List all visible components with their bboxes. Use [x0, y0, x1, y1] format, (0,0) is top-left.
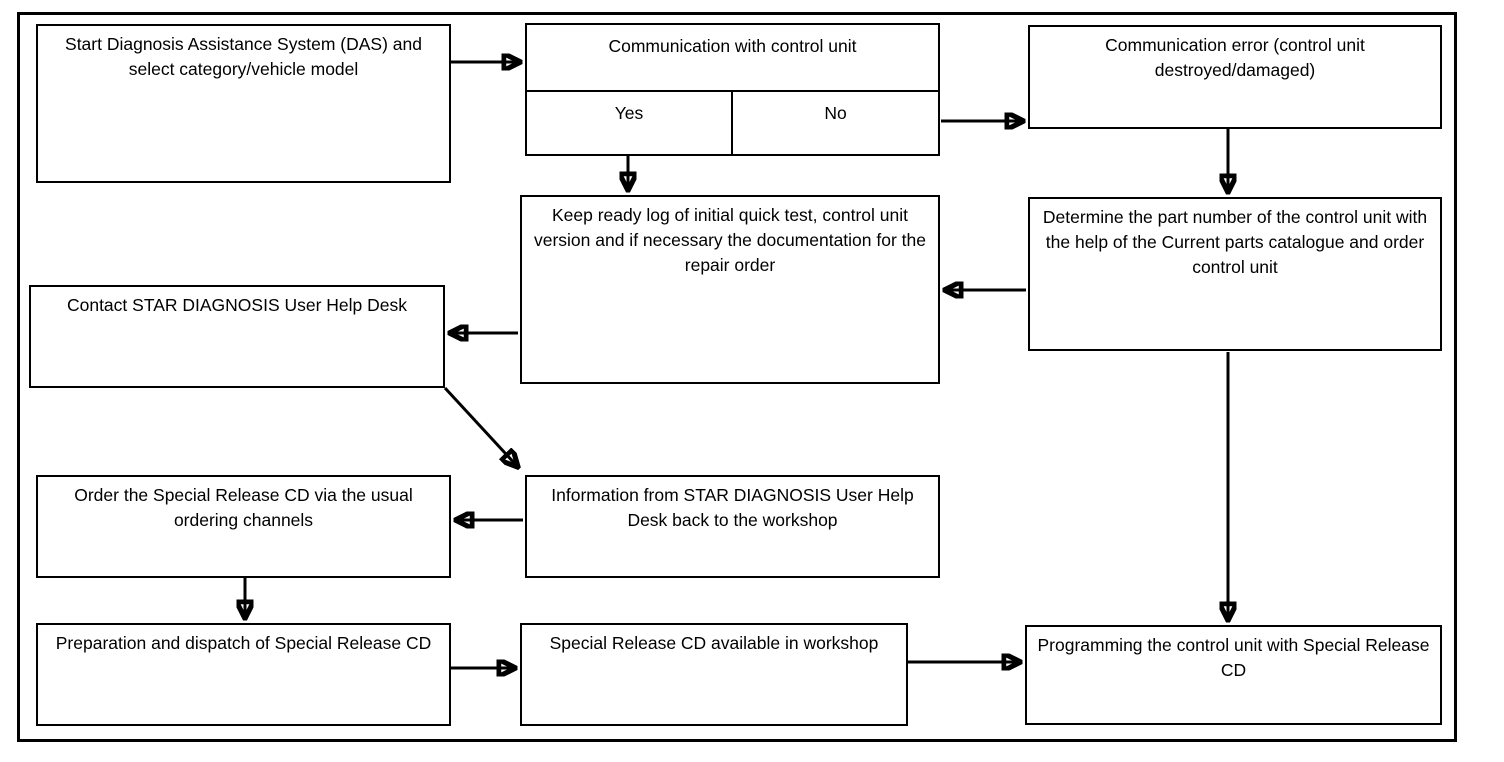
node-contact-help-desk-label: Contact STAR DIAGNOSIS User Help Desk — [66, 295, 408, 315]
node-order-special-release-cd-label: Order the Special Release CD via the usu… — [74, 485, 413, 530]
node-contact-help-desk: Contact STAR DIAGNOSIS User Help Desk — [29, 285, 445, 388]
decision-cell-no: No — [733, 92, 938, 154]
node-information-back-to-workshop: Information from STAR DIAGNOSIS User Hel… — [525, 475, 940, 578]
node-preparation-dispatch-cd-label: Preparation and dispatch of Special Rele… — [55, 633, 432, 653]
node-cd-available-in-workshop-label: Special Release CD available in workshop — [549, 633, 879, 653]
node-keep-ready-log: Keep ready log of initial quick test, co… — [520, 195, 940, 384]
diagram-outer-frame — [17, 12, 1457, 742]
node-start-das: Start Diagnosis Assistance System (DAS) … — [36, 24, 451, 183]
decision-no-label: No — [824, 103, 847, 123]
node-communication-with-control-unit: Communication with control unit Yes No — [525, 23, 940, 156]
decision-yes-label: Yes — [614, 103, 644, 123]
node-communication-label: Communication with control unit — [608, 36, 857, 56]
node-order-special-release-cd: Order the Special Release CD via the usu… — [36, 475, 451, 578]
decision-cell-yes: Yes — [527, 92, 733, 154]
node-programming-control-unit: Programming the control unit with Specia… — [1025, 625, 1442, 725]
node-preparation-dispatch-cd: Preparation and dispatch of Special Rele… — [36, 623, 451, 726]
node-determine-part-number: Determine the part number of the control… — [1028, 197, 1442, 351]
node-cd-available-in-workshop: Special Release CD available in workshop — [520, 623, 908, 726]
node-start-das-label: Start Diagnosis Assistance System (DAS) … — [65, 34, 422, 79]
node-communication-decision-row: Yes No — [527, 92, 938, 154]
node-information-back-to-workshop-label: Information from STAR DIAGNOSIS User Hel… — [551, 485, 914, 530]
node-determine-part-number-label: Determine the part number of the control… — [1042, 207, 1428, 277]
node-keep-ready-log-label: Keep ready log of initial quick test, co… — [533, 205, 927, 275]
node-communication-header: Communication with control unit — [527, 25, 938, 92]
node-programming-control-unit-label: Programming the control unit with Specia… — [1037, 635, 1430, 680]
node-communication-error-label: Communication error (control unit destro… — [1105, 35, 1365, 80]
node-communication-error: Communication error (control unit destro… — [1028, 25, 1442, 129]
